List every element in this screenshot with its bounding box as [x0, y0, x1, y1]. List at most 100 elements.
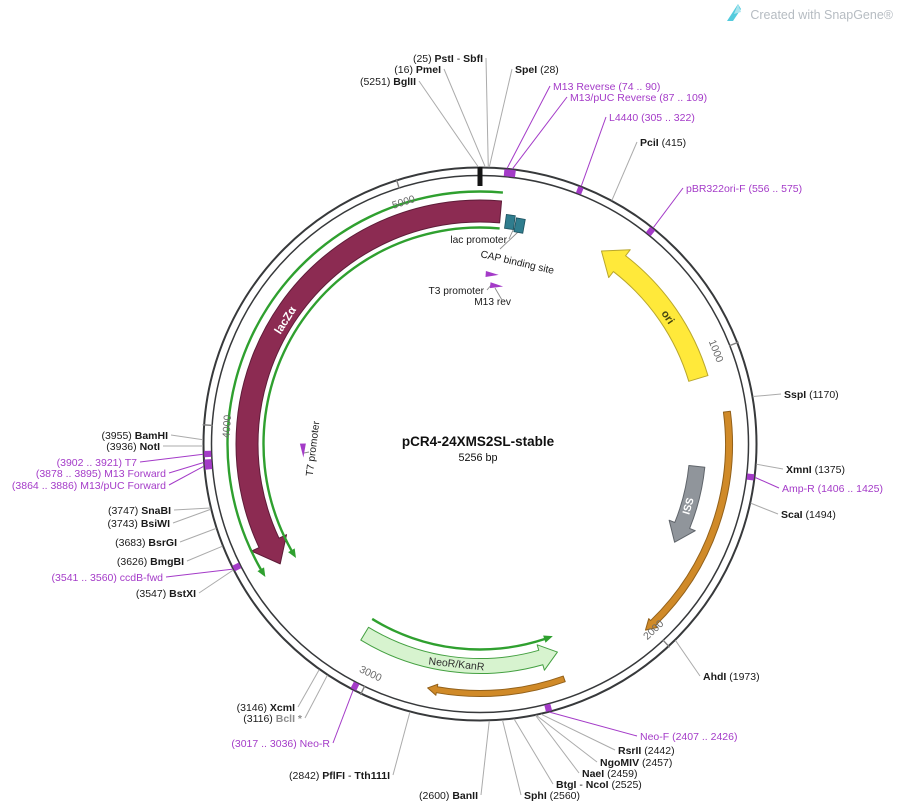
scale-tick: [662, 639, 671, 648]
enzyme-label-3547-bstxi[interactable]: (3547) BstXI: [136, 588, 196, 600]
callout-line: [511, 96, 568, 170]
enzyme-label-naei-2459[interactable]: NaeI (2459): [582, 768, 637, 780]
enzyme-label-16-pmei[interactable]: (16) PmeI: [394, 64, 441, 76]
enzyme-label-btgi-ncoi-2525[interactable]: BtgI - NcoI (2525): [556, 779, 642, 791]
enzyme-label-3626-bmgbi[interactable]: (3626) BmgBI: [117, 556, 184, 568]
callout-line: [750, 502, 779, 515]
primer-label-3864-3886-m13-puc-forward[interactable]: (3864 .. 3886) M13/pUC Forward: [12, 480, 166, 492]
enzyme-label-ahdi-1973[interactable]: AhdI (1973): [703, 671, 760, 683]
watermark-text: Created with SnapGene®: [750, 8, 893, 22]
watermark: Created with SnapGene®: [727, 4, 894, 22]
feature-arc-neor-kanr[interactable]: [360, 626, 558, 674]
pointer-line: [494, 287, 503, 301]
enzyme-label-sspi-1170[interactable]: SspI (1170): [784, 389, 839, 401]
enzyme-label-3116-bcli[interactable]: (3116) BclI *: [243, 713, 303, 725]
callout-line: [443, 68, 486, 168]
primer-label-3902-3921-t7[interactable]: (3902 .. 3921) T7: [57, 457, 138, 469]
inner-label-m13-rev[interactable]: M13 rev: [474, 297, 512, 308]
callout-line: [172, 508, 211, 524]
callout-line: [186, 545, 223, 562]
callout-line: [170, 434, 204, 441]
enzyme-label-ngomiv-2457[interactable]: NgoMIV (2457): [600, 757, 672, 769]
scale-tick: [729, 341, 739, 347]
primer-site-mark: [544, 703, 553, 712]
enzyme-label-xmni-1375[interactable]: XmnI (1375): [786, 464, 845, 476]
feature-arc-neo-arc[interactable]: [427, 675, 566, 697]
inner-label-lac-promoter[interactable]: lac promoter: [450, 235, 507, 246]
primer-site-mark: [575, 186, 584, 195]
tick-label-3000: 3000: [357, 663, 383, 684]
t3-promoter-glyph[interactable]: [485, 270, 499, 278]
enzyme-label-3743-bsiwi[interactable]: (3743) BsiWI: [108, 518, 171, 530]
enzyme-label-3747-snabi[interactable]: (3747) SnaBI: [108, 505, 171, 517]
callout-line: [168, 465, 205, 486]
enzyme-label-2842-pflfi-tth111i[interactable]: (2842) PflFI - Tth111I: [289, 770, 390, 782]
callout-line: [165, 568, 233, 578]
feature-arc-lacZa[interactable]: [235, 199, 503, 565]
callout-line: [488, 68, 513, 168]
tick-label-4000: 4000: [220, 414, 234, 438]
tick-label-1000: 1000: [706, 338, 726, 364]
callout-line: [168, 462, 204, 474]
feature-arc-ori[interactable]: [600, 249, 709, 382]
feature-arc-orf-inner[interactable]: [262, 226, 500, 559]
callout-line: [652, 187, 684, 229]
feature-arc-ampr-arc[interactable]: [644, 410, 733, 631]
enzyme-label-spei-28[interactable]: SpeI (28): [515, 64, 559, 76]
enzyme-label-sphi-2560[interactable]: SphI (2560): [524, 790, 580, 802]
callout-line: [756, 463, 784, 470]
callout-line: [198, 569, 234, 594]
primer-site-mark: [746, 473, 755, 481]
enzyme-label-3955-bamhi[interactable]: (3955) BamHI: [101, 430, 168, 442]
inner-label-t7-promoter[interactable]: T7 promoter: [305, 420, 323, 477]
callout-line: [485, 57, 489, 168]
callout-line: [179, 527, 217, 543]
enzyme-label-3683-bsrgi[interactable]: (3683) BsrGI: [115, 537, 177, 549]
primer-label-m13-reverse-74-90[interactable]: M13 Reverse (74 .. 90): [553, 81, 660, 93]
primer-site-mark: [350, 681, 360, 691]
pointer-line: [499, 231, 519, 250]
primer-label-3878-3895-m13-forward[interactable]: (3878 .. 3895) M13 Forward: [36, 468, 166, 480]
callout-line: [549, 711, 638, 737]
primer-site-mark: [507, 169, 516, 178]
callout-line: [480, 720, 490, 796]
enzyme-label-3936-noti[interactable]: (3936) NotI: [106, 441, 160, 453]
scale-tick: [395, 178, 400, 189]
feature-label-iss[interactable]: ISS: [680, 496, 696, 516]
callout-line: [535, 715, 580, 774]
cap-binding-site-glyph[interactable]: [513, 217, 526, 234]
t7-promoter-glyph[interactable]: [299, 443, 307, 458]
primer-label-pbr322ori-f-556-575[interactable]: pBR322ori-F (556 .. 575): [686, 183, 802, 195]
callout-line: [611, 141, 638, 201]
callout-line: [535, 714, 598, 763]
enzyme-label-25-psti-sbfi[interactable]: (25) PstI - SbfI: [413, 53, 483, 65]
m13-rev-glyph[interactable]: [489, 282, 504, 289]
enzyme-label-5251-bglii[interactable]: (5251) BglII: [360, 76, 416, 88]
enzyme-label-3146-xcmi[interactable]: (3146) XcmI: [237, 702, 295, 714]
enzyme-label-pcii-415[interactable]: PciI (415): [640, 137, 686, 149]
tick-label-2000: 2000: [641, 618, 666, 643]
inner-label-t3-promoter[interactable]: T3 promoter: [429, 286, 485, 297]
callout-line: [540, 713, 616, 751]
lac-promoter-glyph[interactable]: [504, 214, 516, 230]
primer-label-neo-f-2407-2426[interactable]: Neo-F (2407 .. 2426): [640, 731, 737, 743]
callout-line: [418, 80, 479, 168]
primer-label-3541-3560-ccdb-fwd[interactable]: (3541 .. 3560) ccdB-fwd: [52, 572, 164, 584]
callout-line: [502, 719, 522, 796]
primer-label-3017-3036-neo-r[interactable]: (3017 .. 3036) Neo-R: [231, 738, 330, 750]
feature-arc-iss[interactable]: [668, 465, 706, 543]
primer-label-amp-r-1406-1425[interactable]: Amp-R (1406 .. 1425): [782, 483, 883, 495]
plasmid-title: pCR4-24XMS2SL-stable 5256 bp: [402, 434, 555, 464]
callout-line: [506, 85, 551, 169]
callout-line: [754, 476, 780, 489]
enzyme-label-rsrii-2442[interactable]: RsrII (2442): [618, 745, 675, 757]
enzyme-label-2600-banii[interactable]: (2600) BanII: [419, 790, 478, 802]
enzyme-label-scai-1494[interactable]: ScaI (1494): [781, 509, 836, 521]
callout-line: [173, 507, 211, 511]
primer-label-m13-puc-reverse-87-109[interactable]: M13/pUC Reverse (87 .. 109): [570, 92, 707, 104]
primer-label-l4440-305-322[interactable]: L4440 (305 .. 322): [609, 112, 695, 124]
callout-line: [297, 669, 320, 708]
feature-label-neor-kanr[interactable]: NeoR/KanR: [428, 655, 485, 673]
callout-line: [513, 718, 554, 785]
